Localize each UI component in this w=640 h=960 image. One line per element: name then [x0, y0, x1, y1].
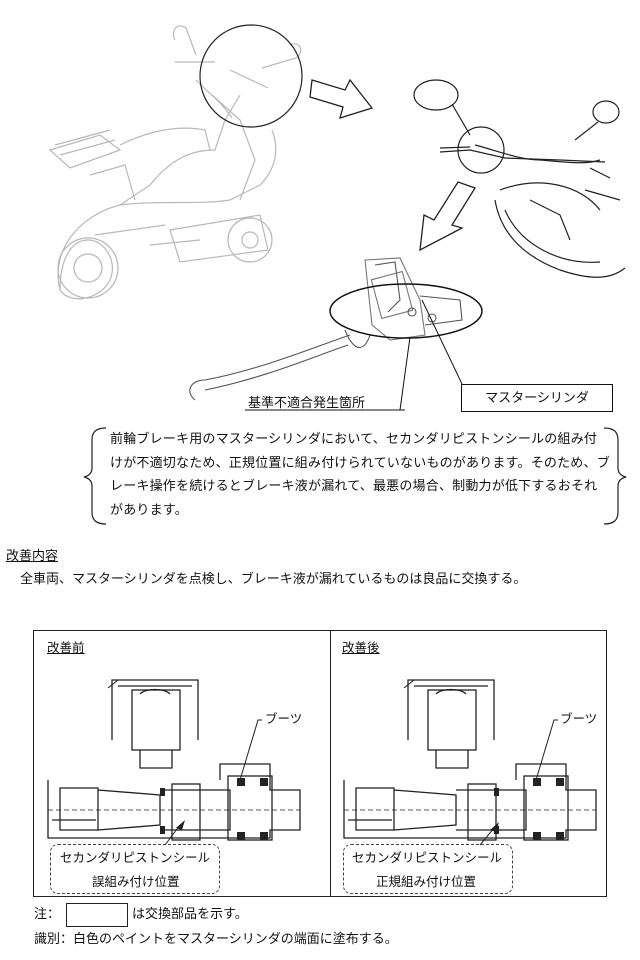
problem-location-label: 基準不適合発生箇所	[248, 396, 366, 411]
after-seal-box	[343, 844, 513, 894]
comparison-divider	[330, 630, 331, 896]
replacement-part-legend-box	[66, 903, 128, 927]
defect-description: 前輪ブレーキ用のマスターシリンダにおいて、セカンダリピストンシールの組み付けが不…	[110, 432, 610, 518]
before-position-label: 誤組み付け位置	[92, 874, 180, 889]
after-label: 改善後	[342, 640, 380, 655]
master-cylinder-label: マスターシリンダ	[461, 384, 613, 412]
after-position-label: 正規組み付け位置	[376, 874, 477, 889]
before-seal-box	[50, 844, 220, 894]
before-boot-label: ブーツ	[265, 711, 303, 726]
scooter-illustration	[48, 24, 626, 411]
before-label: 改善前	[47, 640, 85, 655]
identification-text: 識別：白色のペイントをマスターシリンダの端面に塗布する。	[34, 932, 398, 947]
note-text: は交換部品を示す。	[132, 907, 248, 922]
improvement-text: 全車両、マスターシリンダを点検し、ブレーキ液が漏れているものは良品に交換する。	[20, 572, 527, 587]
after-seal-label: セカンダリピストンシール	[352, 850, 503, 865]
comparison-panel	[33, 630, 607, 897]
after-boot-label: ブーツ	[560, 711, 598, 726]
before-seal-label: セカンダリピストンシール	[60, 850, 211, 865]
master-cylinder-text: マスターシリンダ	[485, 390, 589, 406]
improvement-heading: 改善内容	[6, 549, 59, 564]
note-prefix: 注：	[34, 907, 61, 922]
